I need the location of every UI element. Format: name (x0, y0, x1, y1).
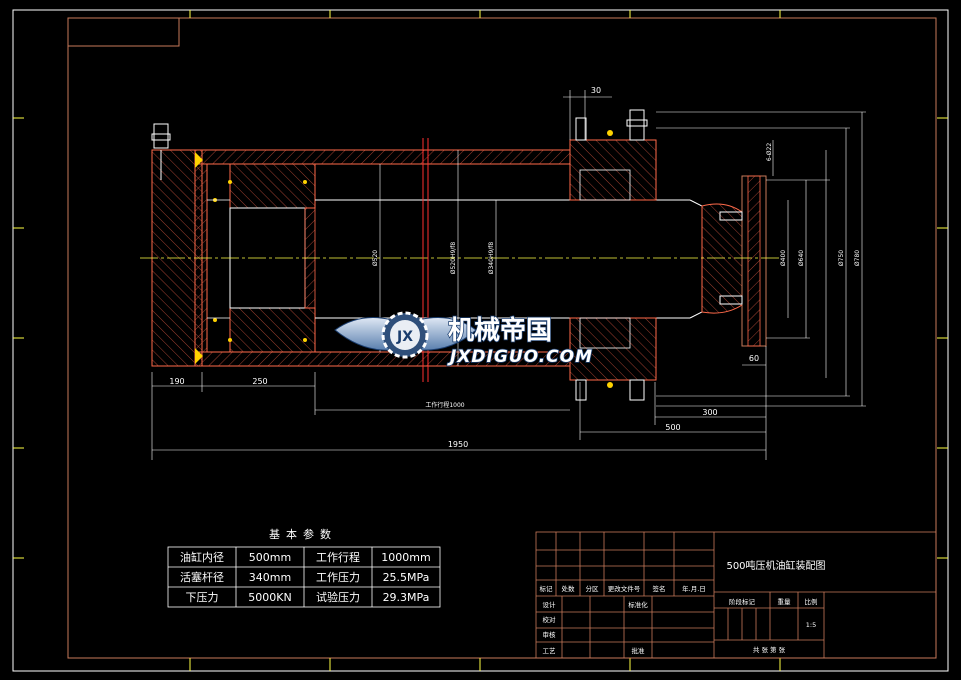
tb-approve: 批准 (632, 646, 646, 655)
param-r2c1: 5000KN (248, 591, 291, 604)
tb-sheet: 共 张 第 张 (753, 645, 786, 654)
param-r0c3: 1000mm (381, 551, 430, 564)
logo-chinese: 机械帝国 (448, 315, 552, 346)
dim-stroke: 工作行程1000 (425, 401, 464, 409)
tb-header-4: 签名 (653, 584, 666, 593)
dim-phi400: Ø400 (780, 250, 787, 266)
param-r2c0: 下压力 (186, 591, 219, 604)
params-title: 基本参数 (269, 527, 337, 541)
tb-header-3: 更改文件号 (608, 584, 641, 593)
tb-header-1: 处数 (562, 584, 576, 593)
drawing-name: 500吨压机油缸装配图 (726, 559, 825, 572)
param-r1c3: 25.5MPa (383, 571, 430, 584)
tb-role-process: 工艺 (543, 647, 557, 655)
tb-header-5: 年.月.日 (682, 584, 706, 593)
tb-role-review: 审核 (543, 630, 557, 639)
dim-190: 190 (169, 377, 184, 386)
dim-phi780: Ø780 (854, 250, 861, 266)
dim-phi750: Ø750 (838, 250, 845, 266)
dim-250: 250 (252, 377, 267, 386)
cylinder-assembly-view (140, 109, 780, 401)
dim-1950: 1950 (448, 440, 468, 449)
parameters-table: 基本参数 油缸内径 500mm 工作行程 1000mm 活塞杆径 340mm 工… (167, 527, 441, 608)
tb-scale-value: 1:5 (806, 621, 816, 629)
param-r1c2: 工作压力 (316, 571, 360, 584)
dimension-labels: 30 190 250 工作行程1000 1950 300 500 60 Ø520… (169, 86, 861, 449)
tb-stage-label: 阶段标记 (729, 597, 756, 606)
param-r0c1: 500mm (249, 551, 291, 564)
dimension-lines (151, 90, 866, 460)
title-block: 500吨压机油缸装配图 标记 处数 分区 更改文件号 签名 年.月.日 设计 校… (535, 531, 937, 659)
tb-scale-label: 比例 (805, 597, 818, 606)
tb-standardize: 标准化 (628, 600, 648, 609)
tb-role-check: 校对 (543, 615, 557, 624)
drawing-frame (12, 9, 949, 672)
tb-header-2: 分区 (586, 584, 600, 593)
watermark-logo: JX 机械帝国 JXDIGUO.COM (334, 311, 593, 368)
dim-500: 500 (665, 423, 680, 432)
param-r0c0: 油缸内径 (180, 550, 224, 564)
param-r0c2: 工作行程 (316, 551, 360, 564)
param-r2c3: 29.3MPa (383, 591, 430, 604)
dim-holes: 6-Ø22 (766, 143, 773, 162)
dim-60: 60 (749, 354, 759, 363)
param-r1c0: 活塞杆径 (180, 570, 224, 584)
dim-phi520: Ø520 (372, 250, 379, 266)
dim-phi340h9: Ø340H9/f8 (488, 242, 495, 275)
tb-weight-label: 重量 (778, 598, 792, 606)
tb-role-design: 设计 (543, 600, 557, 609)
dim-phi520h9: Ø520H9/f8 (450, 242, 457, 275)
param-r2c2: 试验压力 (316, 590, 360, 604)
dim-30: 30 (591, 86, 601, 95)
dim-300: 300 (702, 408, 717, 417)
tb-header-0: 标记 (540, 584, 554, 593)
logo-badge: JX (396, 329, 413, 345)
logo-english: JXDIGUO.COM (447, 347, 593, 367)
param-r1c1: 340mm (249, 571, 291, 584)
dim-phi640: Ø640 (798, 250, 805, 266)
